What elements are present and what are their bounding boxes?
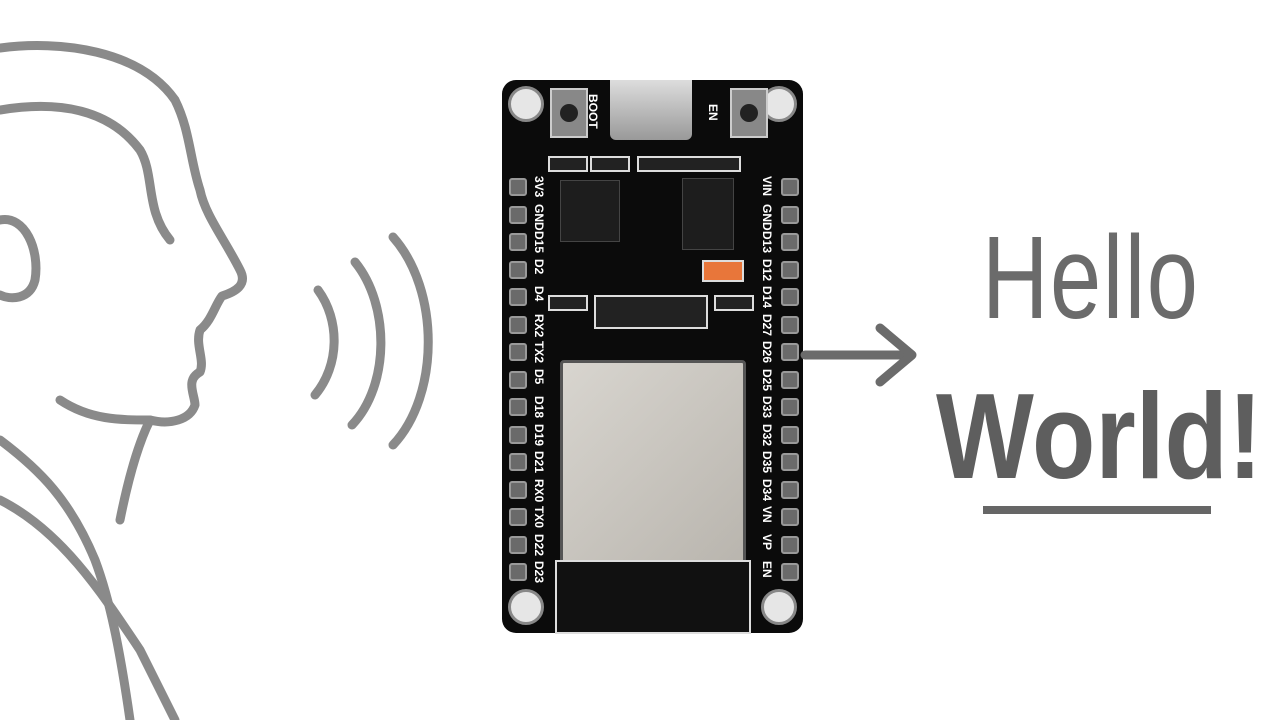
pin-label: D26: [760, 341, 774, 364]
header-pin: [509, 425, 527, 444]
resistor: [714, 295, 754, 311]
header-pin: [781, 425, 799, 444]
header-pin: [509, 315, 527, 334]
header-pin: [781, 563, 799, 581]
header-pin: [509, 398, 527, 416]
mount-hole: [508, 589, 544, 625]
pin-label: D14: [760, 286, 774, 309]
header-pin: [781, 453, 799, 471]
pin-label: D2: [532, 258, 546, 274]
pin-label: TX2: [532, 341, 546, 364]
pin-label: D12: [760, 258, 774, 281]
pin-label: D19: [532, 423, 546, 446]
voltage-regulator: [682, 178, 734, 250]
pin-label: VN: [760, 506, 774, 523]
pin-label: D34: [760, 478, 774, 501]
header-pin: [781, 233, 799, 251]
boot-label: BOOT: [586, 94, 600, 129]
pin-label: D32: [760, 423, 774, 446]
person-speaking-illustration: [0, 41, 433, 720]
pin-label: D4: [532, 286, 546, 302]
pin-label: GND: [532, 203, 546, 231]
pin-label: EN: [760, 561, 774, 578]
header-pin: [781, 315, 799, 334]
header-pin: [509, 370, 527, 389]
pin-label: D33: [760, 396, 774, 419]
usb-port: [610, 80, 692, 140]
pin-label: D13: [760, 231, 774, 254]
header-pin: [781, 260, 799, 279]
pin-label: D18: [532, 396, 546, 419]
resistor: [548, 295, 588, 311]
header-pin: [509, 563, 527, 581]
hair-line: [0, 101, 175, 245]
pin-label: D27: [760, 313, 774, 336]
resistor: [637, 156, 741, 172]
collar-line: [0, 495, 180, 720]
header-pin: [781, 178, 799, 196]
sound-wave-large: [388, 232, 433, 450]
pin-label: D35: [760, 451, 774, 474]
header-pin: [509, 260, 527, 279]
header-pin: [509, 233, 527, 251]
enable-label: EN: [706, 104, 720, 121]
header-pin: [509, 205, 527, 224]
header-pin: [509, 508, 527, 526]
pin-label: RX0: [532, 478, 546, 502]
header-pin: [781, 343, 799, 361]
antenna-area: [555, 560, 751, 634]
pin-label: RX2: [532, 313, 546, 337]
pin-label: 3V3: [532, 176, 546, 198]
pin-label: D5: [532, 368, 546, 384]
boot-button: [550, 88, 588, 138]
usb-uart-chip: [560, 180, 620, 242]
header-pin: [781, 205, 799, 224]
pin-label: VP: [760, 533, 774, 550]
header-pin: [509, 453, 527, 471]
pin-label: D23: [532, 561, 546, 584]
neck-line: [0, 435, 135, 720]
world-text: World!: [936, 368, 1263, 504]
pin-label: D15: [532, 231, 546, 254]
mount-hole: [761, 589, 797, 625]
header-pin: [781, 480, 799, 499]
chin-line: [55, 395, 155, 425]
enable-button: [730, 88, 768, 138]
header-pin: [781, 288, 799, 306]
pin-label: GND: [760, 203, 774, 231]
header-pin: [781, 535, 799, 554]
resistor: [590, 156, 630, 172]
hello-text: Hello: [982, 212, 1200, 344]
arrow-icon: [800, 323, 917, 387]
resistor: [548, 156, 588, 172]
pin-label: D21: [532, 451, 546, 474]
pin-label: D25: [760, 368, 774, 391]
pin-label: D22: [532, 533, 546, 556]
head-outline: [0, 41, 247, 525]
mount-hole: [508, 86, 544, 122]
header-pin: [781, 508, 799, 526]
capacitor: [702, 260, 744, 282]
pin-label: TX0: [532, 506, 546, 529]
underline: [983, 506, 1211, 514]
sound-wave-medium: [347, 257, 386, 430]
header-pin: [509, 480, 527, 499]
sound-wave-small: [310, 285, 339, 400]
header-pin: [509, 178, 527, 196]
header-pin: [781, 370, 799, 389]
header-pin: [509, 535, 527, 554]
resistor-array: [594, 295, 708, 329]
header-pin: [509, 343, 527, 361]
pin-label: VIN: [760, 176, 774, 197]
ear: [0, 215, 41, 303]
header-pin: [781, 398, 799, 416]
wroom-module: [560, 360, 746, 566]
header-pin: [509, 288, 527, 306]
